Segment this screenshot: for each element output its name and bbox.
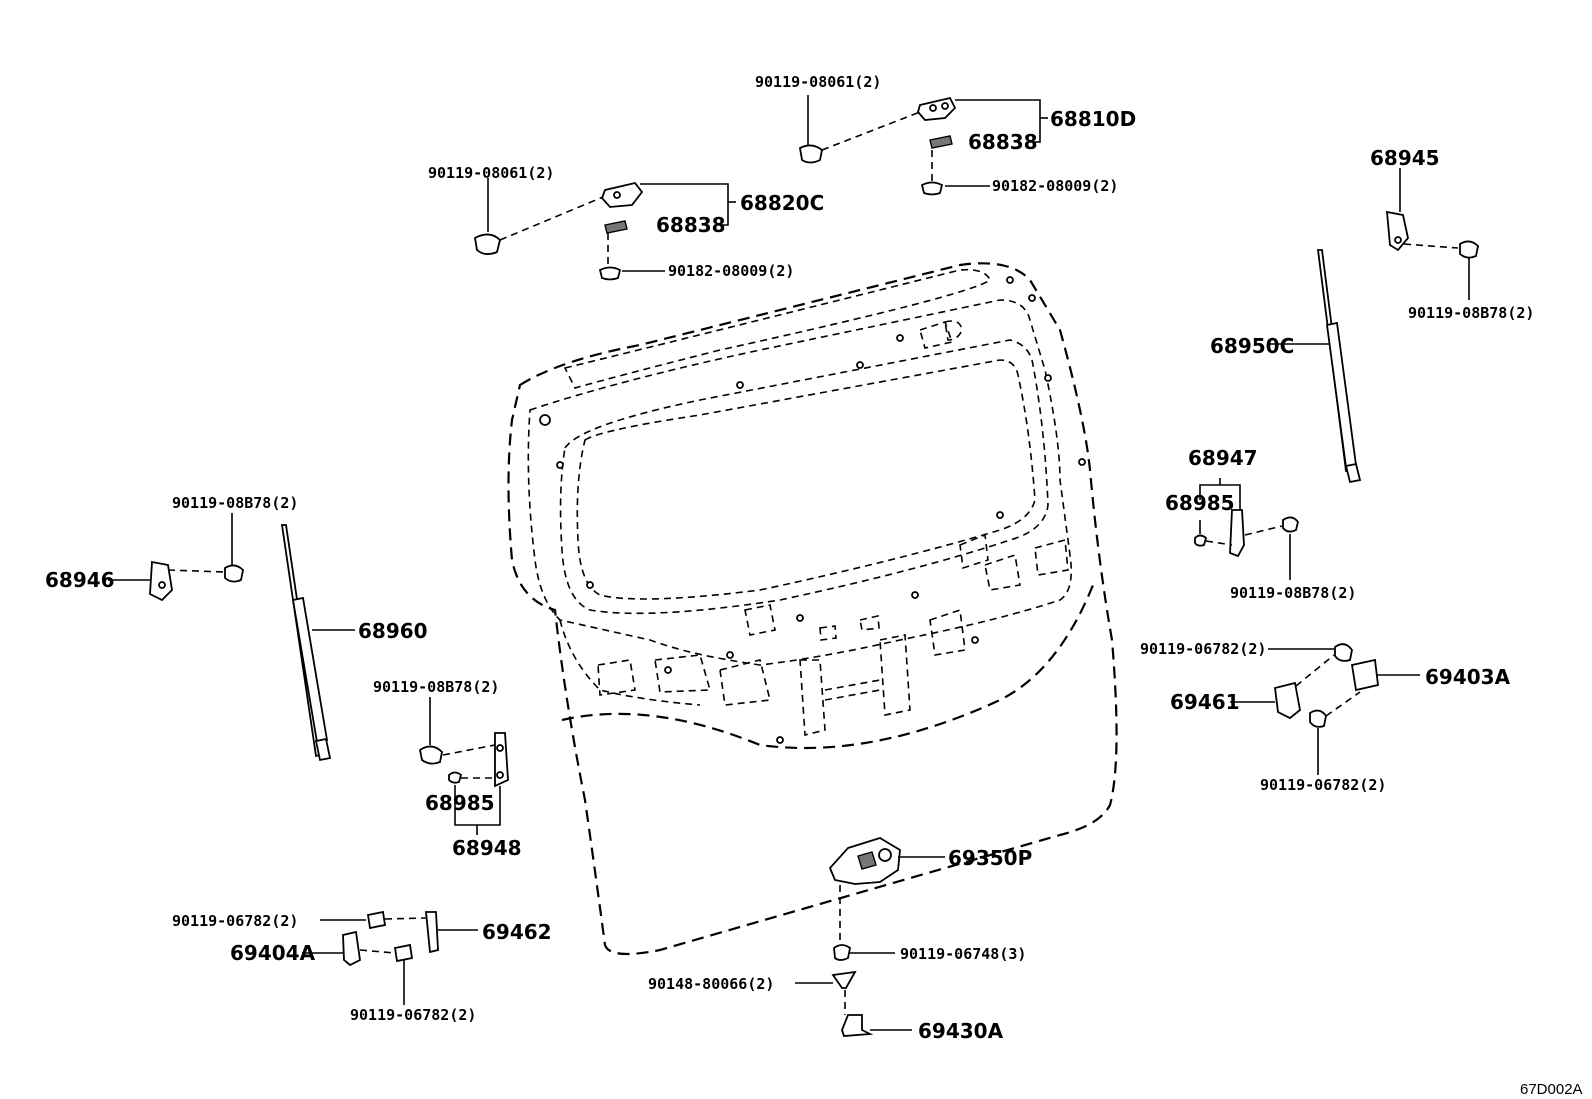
striker-69430A xyxy=(841,1014,912,1037)
hinge-68810D xyxy=(799,95,1048,196)
label-90119-06782-bl1: 90119-06782(2) xyxy=(172,912,298,930)
label-68820C: 68820C xyxy=(740,191,824,215)
labels: 90119-08061(2) 68810D 68838 90182-08009(… xyxy=(45,73,1583,1098)
label-90119-08B78-right: 90119-08B78(2) xyxy=(1230,584,1356,602)
strut-68950C xyxy=(1270,249,1362,484)
label-90119-08061-left: 90119-08061(2) xyxy=(428,164,554,182)
bracket-68947 xyxy=(1194,478,1299,580)
label-90119-08061-top: 90119-08061(2) xyxy=(755,73,881,91)
label-68945: 68945 xyxy=(1370,146,1440,170)
label-68838-top: 68838 xyxy=(968,130,1038,154)
label-68947: 68947 xyxy=(1188,446,1258,470)
label-69430A: 69430A xyxy=(918,1019,1004,1043)
label-90182-08009-top: 90182-08009(2) xyxy=(992,177,1118,195)
label-90119-08B78-center: 90119-08B78(2) xyxy=(373,678,499,696)
bolt-90119-06748 xyxy=(833,944,895,961)
label-68810D: 68810D xyxy=(1050,107,1136,131)
label-68985-center: 68985 xyxy=(425,791,495,815)
label-90119-06782-right2: 90119-06782(2) xyxy=(1260,776,1386,794)
label-68950C: 68950C xyxy=(1210,334,1294,358)
label-69404A: 69404A xyxy=(230,941,316,965)
bracket-68946 xyxy=(108,513,244,602)
label-68960: 68960 xyxy=(358,619,428,643)
label-68985-right: 68985 xyxy=(1165,491,1235,515)
hinge-68820C xyxy=(474,178,736,281)
diagram-reference-code: 67D002A xyxy=(1520,1081,1583,1098)
label-68946: 68946 xyxy=(45,568,115,592)
label-90119-08B78-tr: 90119-08B78(2) xyxy=(1408,304,1534,322)
lock-69350P xyxy=(828,837,945,940)
label-90119-06782-right1: 90119-06782(2) xyxy=(1140,640,1266,658)
label-90119-06782-bl2: 90119-06782(2) xyxy=(350,1006,476,1024)
label-69462: 69462 xyxy=(482,920,552,944)
label-90119-06748: 90119-06748(3) xyxy=(900,945,1026,963)
label-69350P: 69350P xyxy=(948,846,1032,870)
back-door-panel xyxy=(507,262,1118,956)
label-69403A: 69403A xyxy=(1425,665,1511,689)
label-90148-80066: 90148-80066(2) xyxy=(648,975,774,993)
screw-90148-80066 xyxy=(795,970,857,1015)
label-90182-08009-left: 90182-08009(2) xyxy=(668,262,794,280)
strut-68960 xyxy=(280,524,355,762)
bracket-68945 xyxy=(1385,168,1479,300)
label-68948: 68948 xyxy=(452,836,522,860)
striker-69462 xyxy=(302,910,478,1005)
striker-69461 xyxy=(1230,643,1420,775)
label-68838-left: 68838 xyxy=(656,213,726,237)
bracket-68948 xyxy=(418,697,509,835)
label-69461: 69461 xyxy=(1170,690,1240,714)
label-90119-08B78-left: 90119-08B78(2) xyxy=(172,494,298,512)
